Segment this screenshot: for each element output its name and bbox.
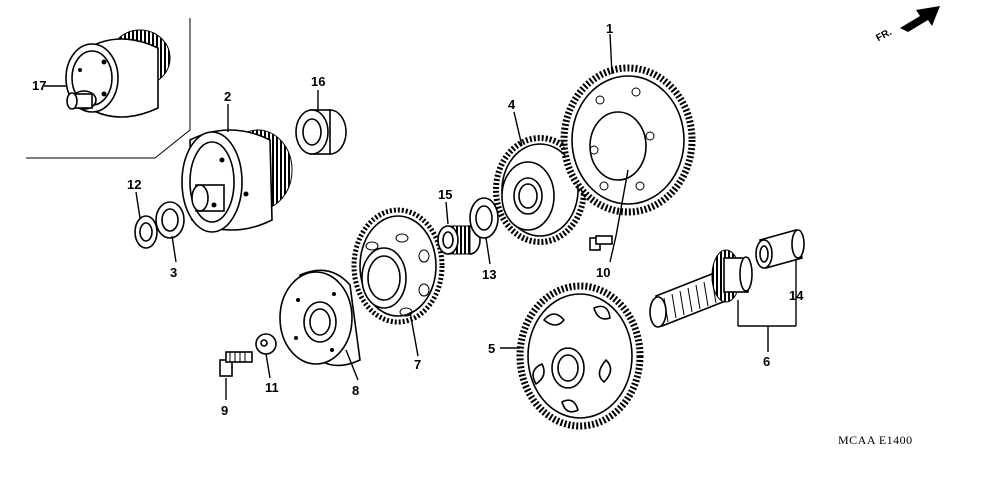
inset-frame	[26, 18, 191, 159]
callout-13: 13	[482, 267, 497, 282]
callout-7: 7	[414, 357, 422, 372]
callout-14: 14	[789, 288, 804, 303]
part-5-large-gear	[516, 282, 644, 430]
part-13-washer	[469, 197, 499, 239]
callout-11: 11	[265, 380, 279, 395]
part-12-washer	[134, 215, 158, 249]
part-9-bolt	[219, 351, 253, 377]
part-10-bolt	[589, 235, 613, 251]
part-7-gear	[351, 207, 445, 325]
part-8-hub	[279, 269, 361, 367]
callout-6: 6	[763, 354, 771, 369]
callout-16: 16	[311, 74, 326, 89]
callout-10: 10	[596, 265, 611, 280]
callout-3: 3	[170, 265, 178, 280]
callout-2: 2	[224, 89, 232, 104]
part-15-needle-bearing	[437, 225, 481, 255]
drawing-code: MCAA E1400	[838, 433, 913, 447]
part-6-shaft	[649, 249, 753, 328]
callout-4: 4	[508, 97, 516, 112]
part-1-large-gear	[560, 64, 696, 216]
callout-12: 12	[127, 177, 142, 192]
front-arrow-icon	[900, 6, 940, 32]
leader-lines	[44, 33, 797, 400]
callout-1: 1	[606, 21, 614, 36]
part-16-bearing	[295, 109, 347, 155]
part-17-clutch-drum	[65, 29, 171, 118]
callout-9: 9	[221, 403, 229, 418]
callout-15: 15	[438, 187, 453, 202]
callout-8: 8	[352, 383, 360, 398]
part-3-washer	[155, 201, 185, 239]
callout-17: 17	[32, 78, 47, 93]
callout-5: 5	[488, 341, 496, 356]
part-2-clutch-drum	[181, 129, 293, 233]
part-11-washer	[255, 333, 277, 355]
part-14-sleeve	[755, 229, 805, 269]
